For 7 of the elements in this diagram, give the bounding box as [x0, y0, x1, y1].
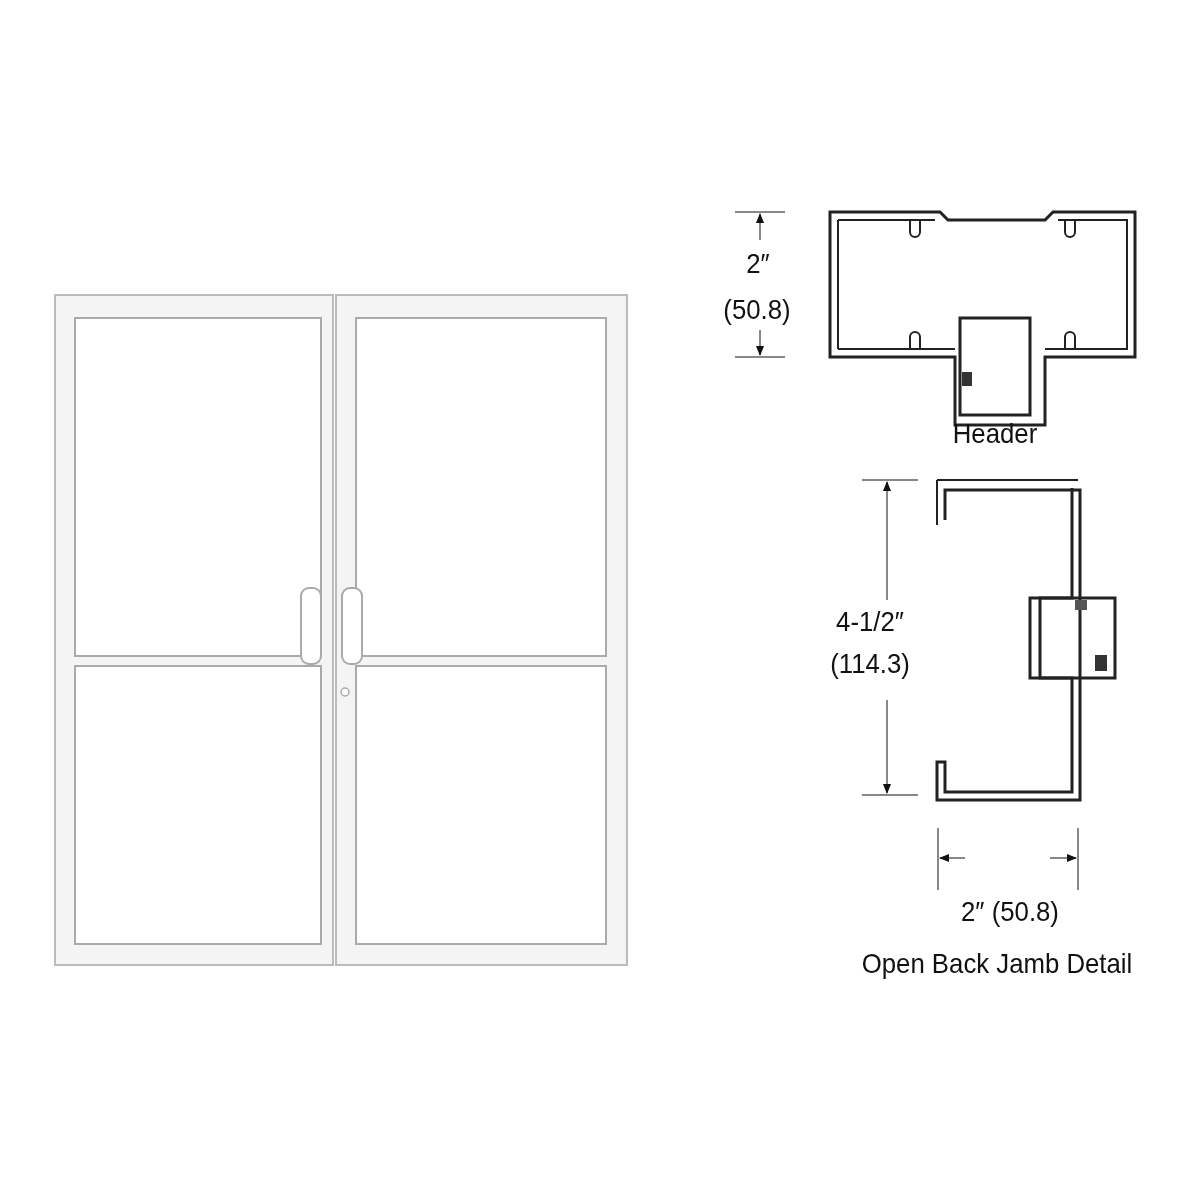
dimension-label: 2″ (50.8): [961, 898, 1059, 926]
dimension-label: 2″: [746, 250, 770, 278]
drawing-caption: Open Back Jamb Detail: [861, 950, 1133, 978]
dimension-label: (114.3): [830, 650, 910, 678]
drawing-caption: Header: [952, 420, 1038, 448]
dimension-label: 4-1/2″: [836, 608, 904, 636]
dimension-label: (50.8): [723, 296, 791, 324]
